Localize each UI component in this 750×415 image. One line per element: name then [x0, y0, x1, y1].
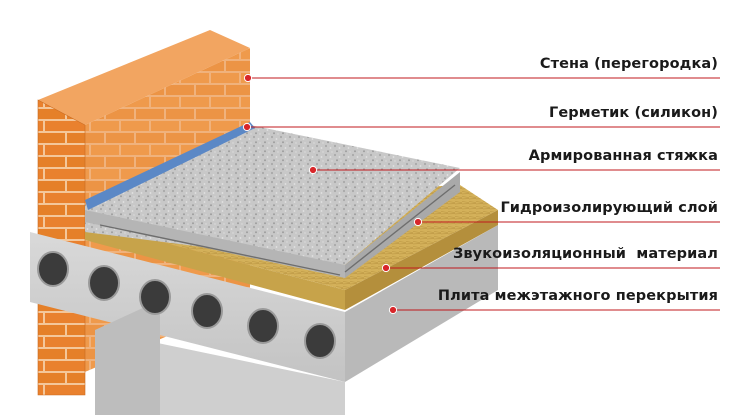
hollow-core-slab: [30, 225, 498, 415]
label-soundproof: Звукоизоляционный материал: [452, 246, 718, 262]
rebar-mesh: [99, 184, 456, 276]
slab-hollow-cores: [37, 251, 336, 359]
sealant-strip: [85, 122, 255, 210]
label-wall: Стена (перегородка): [539, 56, 718, 72]
leader-lines: [247, 77, 720, 311]
label-waterproof: Гидроизолирующий слой: [500, 200, 718, 216]
label-slab: Плита межэтажного перекрытия: [437, 288, 718, 304]
leader-dots: [242, 73, 423, 315]
label-screed: Армированная стяжка: [528, 148, 718, 164]
label-sealant: Герметик (силикон): [548, 105, 718, 121]
